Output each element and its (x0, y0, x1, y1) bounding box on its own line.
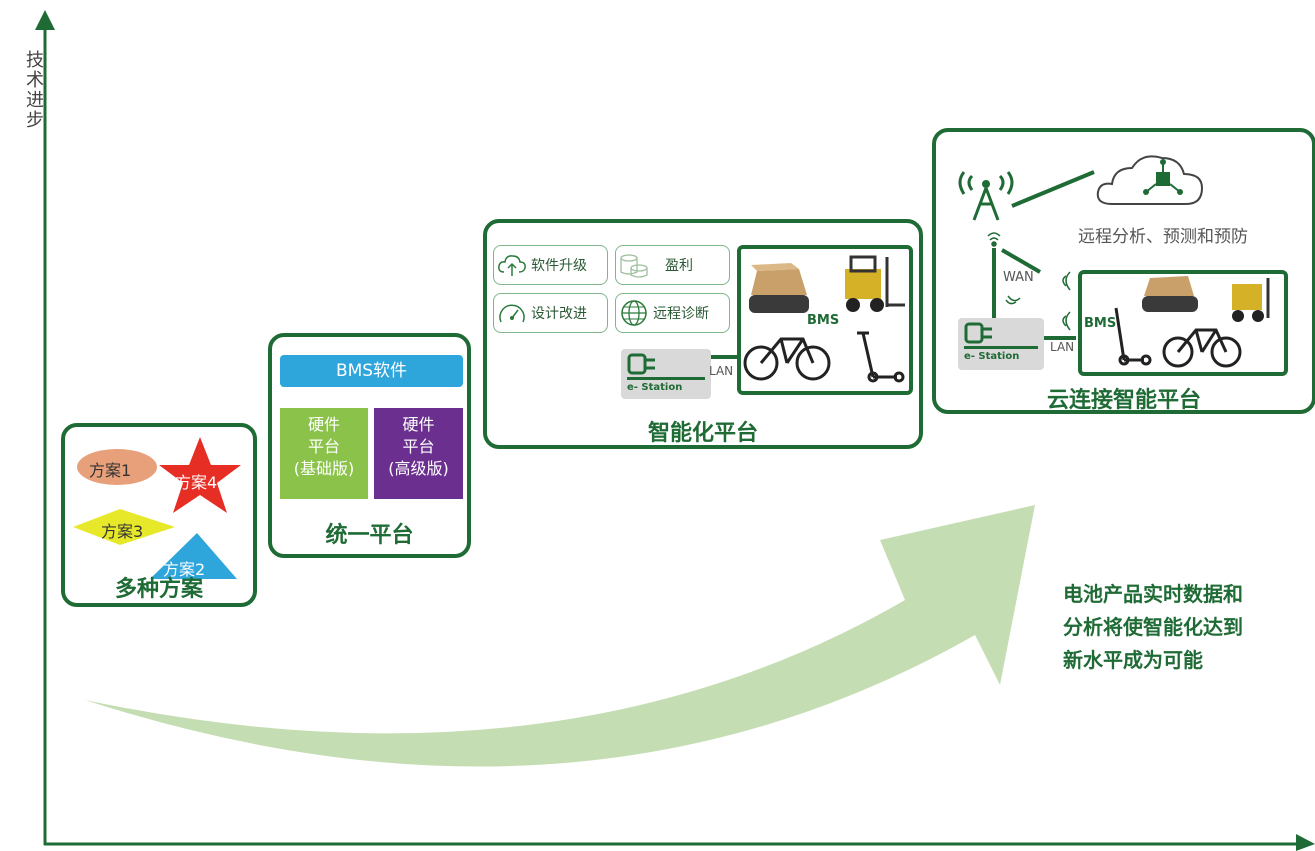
hw-adv-line-1: 硬件 (402, 415, 435, 434)
gauge-icon (499, 304, 525, 323)
stage-4-title: 云连接智能平台 (1046, 388, 1201, 413)
hw-adv-line-3: (高级版) (388, 459, 449, 478)
option-2-triangle (150, 533, 237, 579)
stage-smart-platform: 软件升级 盈利 设计改进 远程诊断 (483, 219, 923, 449)
hw-adv-line-2: 平台 (402, 437, 435, 456)
forklift-icon-cloud (1232, 278, 1270, 322)
feature-software-upgrade: 软件升级 (493, 245, 608, 285)
plug-icon (627, 353, 655, 375)
feature-profit: 盈利 (615, 245, 730, 285)
stage-unified-platform: BMS软件 硬件 平台 (基础版) 硬件 平台 (高级版) 统一平台 (268, 333, 471, 558)
y-axis-arrowhead (35, 10, 55, 30)
stage-1-title: 多种方案 (114, 577, 203, 602)
hardware-basic-block: 硬件 平台 (基础版) (280, 408, 368, 499)
cloud-icon (1096, 155, 1204, 205)
stage-2-title: 统一平台 (325, 523, 414, 548)
hw-basic-line-3: (基础版) (293, 459, 355, 478)
hw-basic-line-2: 平台 (307, 437, 340, 456)
network-illustration (958, 155, 1204, 340)
option-1-ellipse (77, 449, 157, 485)
x-axis-arrowhead (1296, 834, 1315, 851)
estation-label-cloud: e- Station (964, 351, 1020, 362)
estation-box-cloud: e- Station (958, 318, 1044, 370)
feature-remote-diagnostics-label: 远程诊断 (653, 306, 709, 322)
forklift-icon (845, 255, 905, 312)
stage-multiple-options: 方案1 方案4 方案3 方案2 多种方案 (61, 423, 257, 607)
wifi-icon-4 (1062, 311, 1071, 331)
coins-icon (620, 254, 648, 278)
devices-illustration (743, 255, 905, 383)
options-shapes (73, 437, 241, 579)
callout-line-1: 电池产品实时数据和 (1063, 582, 1243, 606)
feature-design-improvement: 设计改进 (493, 293, 608, 333)
option-4-label: 方案4 (175, 473, 218, 492)
tower-device-link (1000, 248, 1042, 274)
globe-icon (621, 300, 647, 326)
tower-icon (958, 171, 1014, 221)
bms-label: BMS (807, 313, 840, 328)
robot-icon-cloud (1142, 276, 1198, 312)
option-4-star (159, 437, 241, 513)
cube-network-icon (1143, 159, 1183, 195)
robot-icon (749, 263, 809, 313)
feature-remote-diagnostics: 远程诊断 (615, 293, 730, 333)
tower-cloud-link (1011, 170, 1095, 208)
bike-icon (743, 337, 831, 381)
lan-label-cloud: LAN (1050, 340, 1075, 354)
y-axis-label: 技术进步 (23, 50, 44, 130)
wan-label: WAN (1003, 270, 1034, 285)
stage-cloud-platform: 远程分析、预测和预防 WAN LAN e- Station (932, 128, 1315, 414)
estation-bar (627, 377, 705, 380)
wifi-icon-2 (1005, 295, 1021, 305)
feature-profit-label: 盈利 (665, 258, 693, 274)
stage-3-title: 智能化平台 (647, 421, 758, 446)
wifi-icon-3 (1062, 271, 1071, 291)
hardware-advanced-block: 硬件 平台 (高级版) (374, 408, 463, 499)
option-3-label: 方案3 (101, 522, 144, 541)
estation-label: e- Station (627, 382, 683, 393)
callout-line-2: 分析将使智能化达到 (1063, 615, 1243, 639)
option-3-diamond (73, 509, 175, 545)
devices-box: BMS (737, 245, 913, 395)
scooter-icon-cloud (1114, 307, 1152, 366)
feature-software-upgrade-label: 软件升级 (531, 258, 587, 274)
feature-design-improvement-label: 设计改进 (531, 306, 587, 322)
option-2-label: 方案2 (163, 560, 206, 579)
cloud-caption: 远程分析、预测和预防 (1078, 227, 1248, 247)
devices-box-cloud: BMS (1078, 270, 1288, 376)
estation-box: e- Station (621, 349, 711, 399)
scooter-icon (857, 331, 905, 383)
option-1-label: 方案1 (89, 461, 132, 480)
hw-basic-line-1: 硬件 (307, 415, 340, 434)
devices-illustration-cloud (1114, 276, 1270, 368)
estation-bar-cloud (964, 346, 1038, 349)
callout-line-3: 新水平成为可能 (1063, 648, 1203, 672)
callout-text: 电池产品实时数据和 分析将使智能化达到 新水平成为可能 (1063, 578, 1243, 677)
bms-label-cloud: BMS (1084, 316, 1117, 331)
wifi-icon-1 (987, 232, 1001, 247)
lan-connector (711, 355, 737, 359)
progress-arrow (85, 505, 1035, 767)
bms-software-bar: BMS软件 (280, 355, 463, 387)
cloud-upload-icon (498, 255, 526, 276)
tower-top (982, 180, 990, 188)
lan-label: LAN (709, 364, 734, 378)
plug-icon-cloud (964, 322, 992, 344)
bike-icon-cloud (1162, 328, 1242, 368)
